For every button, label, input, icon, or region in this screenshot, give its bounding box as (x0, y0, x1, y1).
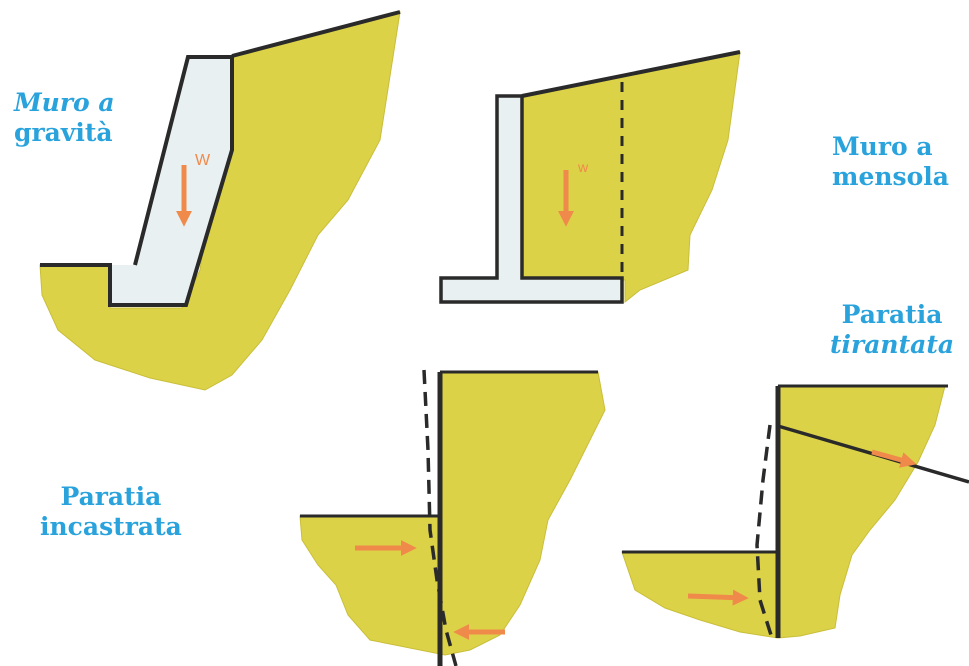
cantilever-wall-stem (439, 94, 624, 304)
gravity-wall-soil (39, 11, 401, 391)
label-paratia-tirantata-line1: Paratia (841, 300, 943, 329)
cantilever-wall-backfill-surface (521, 50, 741, 98)
gravity-wall-body (110, 57, 232, 305)
gravity-wall-section: W (39, 10, 401, 391)
anchored-pile-passive-arrow (687, 589, 749, 606)
anchored-sheet-pile-section (621, 384, 969, 639)
label-muro-mensola-line1: Muro a (832, 132, 933, 161)
embedded-sheet-pile-section (299, 369, 606, 666)
label-muro-mensola: Muro a mensola (832, 132, 949, 192)
label-paratia-incastrata-line1: Paratia (60, 482, 162, 511)
label-paratia-incastrata-line2: incastrata (40, 512, 182, 541)
label-paratia-tirantata: Paratia tirantata (830, 300, 954, 360)
label-muro-gravita-line2: gravità (14, 118, 113, 147)
gravity-wall-backfill-surface (231, 10, 401, 58)
anchored-pile-soil (621, 385, 946, 639)
anchored-pile-deflected-shape (755, 424, 773, 636)
anchored-pile-anchor-force-arrow (871, 449, 917, 468)
label-muro-mensola-line2: mensola (832, 162, 949, 191)
label-muro-gravita-line1: Muro a (14, 88, 115, 117)
gravity-wall-outline (40, 55, 234, 307)
gravity-wall-weight-label: W (195, 152, 211, 169)
label-muro-gravita: Muro a gravità (14, 88, 115, 148)
label-paratia-incastrata: Paratia incastrata (40, 482, 182, 542)
cantilever-wall-section: w (439, 50, 741, 304)
embedded-pile-deflected-shape (422, 369, 458, 666)
label-paratia-tirantata-line2: tirantata (830, 330, 955, 359)
cantilever-wall-weight-label: w (577, 159, 589, 175)
embedded-pile-soil (299, 371, 606, 656)
